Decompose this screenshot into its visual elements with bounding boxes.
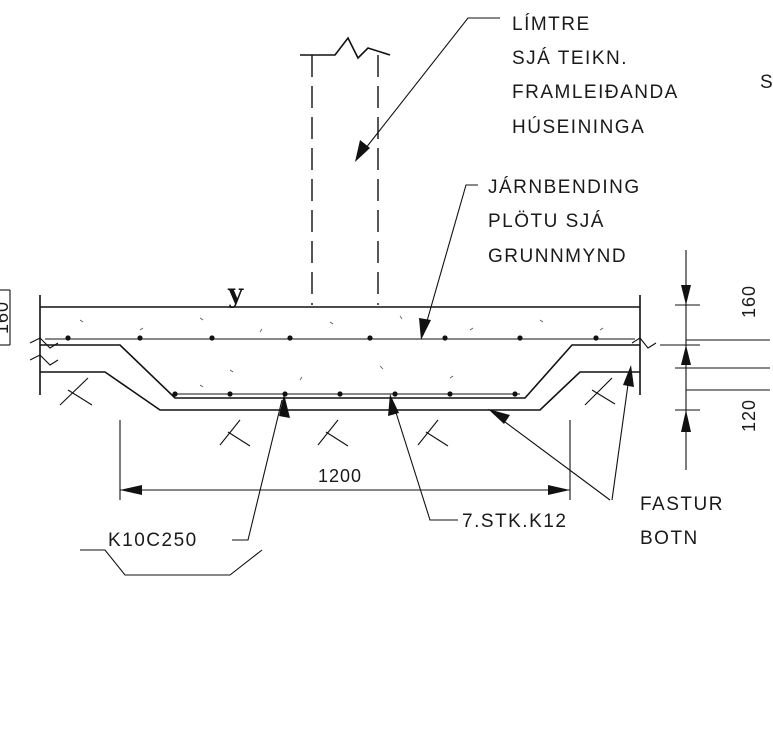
leader-7stk (388, 394, 458, 521)
label-limtre-line-2: SJÁ TEIKN. (512, 48, 628, 69)
label-fastur-botn-line-2: BOTN (640, 528, 699, 549)
leader-k10c250 (232, 394, 290, 541)
label-edge-s: S (760, 72, 773, 93)
width-dimension: 1200 (119, 420, 571, 500)
left-dimension-label: 160 (0, 301, 12, 334)
glulam-column (300, 36, 391, 305)
vertical-dimensions: 160 120 (660, 250, 770, 470)
leader-jarnbending (419, 184, 478, 340)
width-dimension-label: 1200 (318, 466, 362, 486)
label-limtre-line-4: HÚSEININGA (512, 116, 645, 138)
label-7stk-k12: 7.STK.K12 (462, 511, 567, 532)
bar-shape-sketch (80, 549, 263, 576)
slab-thickness-label: 160 (739, 285, 759, 318)
label-k10c250: K10C250 (108, 530, 198, 551)
thickening-label: 120 (739, 399, 759, 432)
leader-limtre (355, 17, 500, 162)
left-dimension: 160 (0, 289, 12, 346)
concrete-slab (29, 295, 657, 411)
bottom-rebar-row (172, 391, 520, 397)
label-jarnbending-line-3: GRUNNMYND (488, 246, 627, 267)
label-fastur-botn-line-1: FASTUR (640, 494, 724, 515)
soil-hatch (59, 377, 616, 447)
top-rebar-row (45, 335, 635, 341)
level-symbol: y (227, 279, 244, 309)
label-jarnbending: JÁRNBENDING PLÖTU SJÁ GRUNNMYND (488, 177, 641, 267)
label-fastur-botn: FASTUR BOTN (640, 494, 724, 549)
label-jarnbending-line-2: PLÖTU SJÁ (488, 211, 605, 232)
label-limtre: LÍMTRE SJÁ TEIKN. FRAMLEIÐANDA HÚSEINING… (512, 14, 679, 138)
label-jarnbending-line-1: JÁRNBENDING (488, 177, 641, 198)
label-limtre-line-3: FRAMLEIÐANDA (512, 82, 679, 103)
label-limtre-line-1: LÍMTRE (512, 14, 591, 35)
leader-fastur-botn (488, 365, 634, 501)
